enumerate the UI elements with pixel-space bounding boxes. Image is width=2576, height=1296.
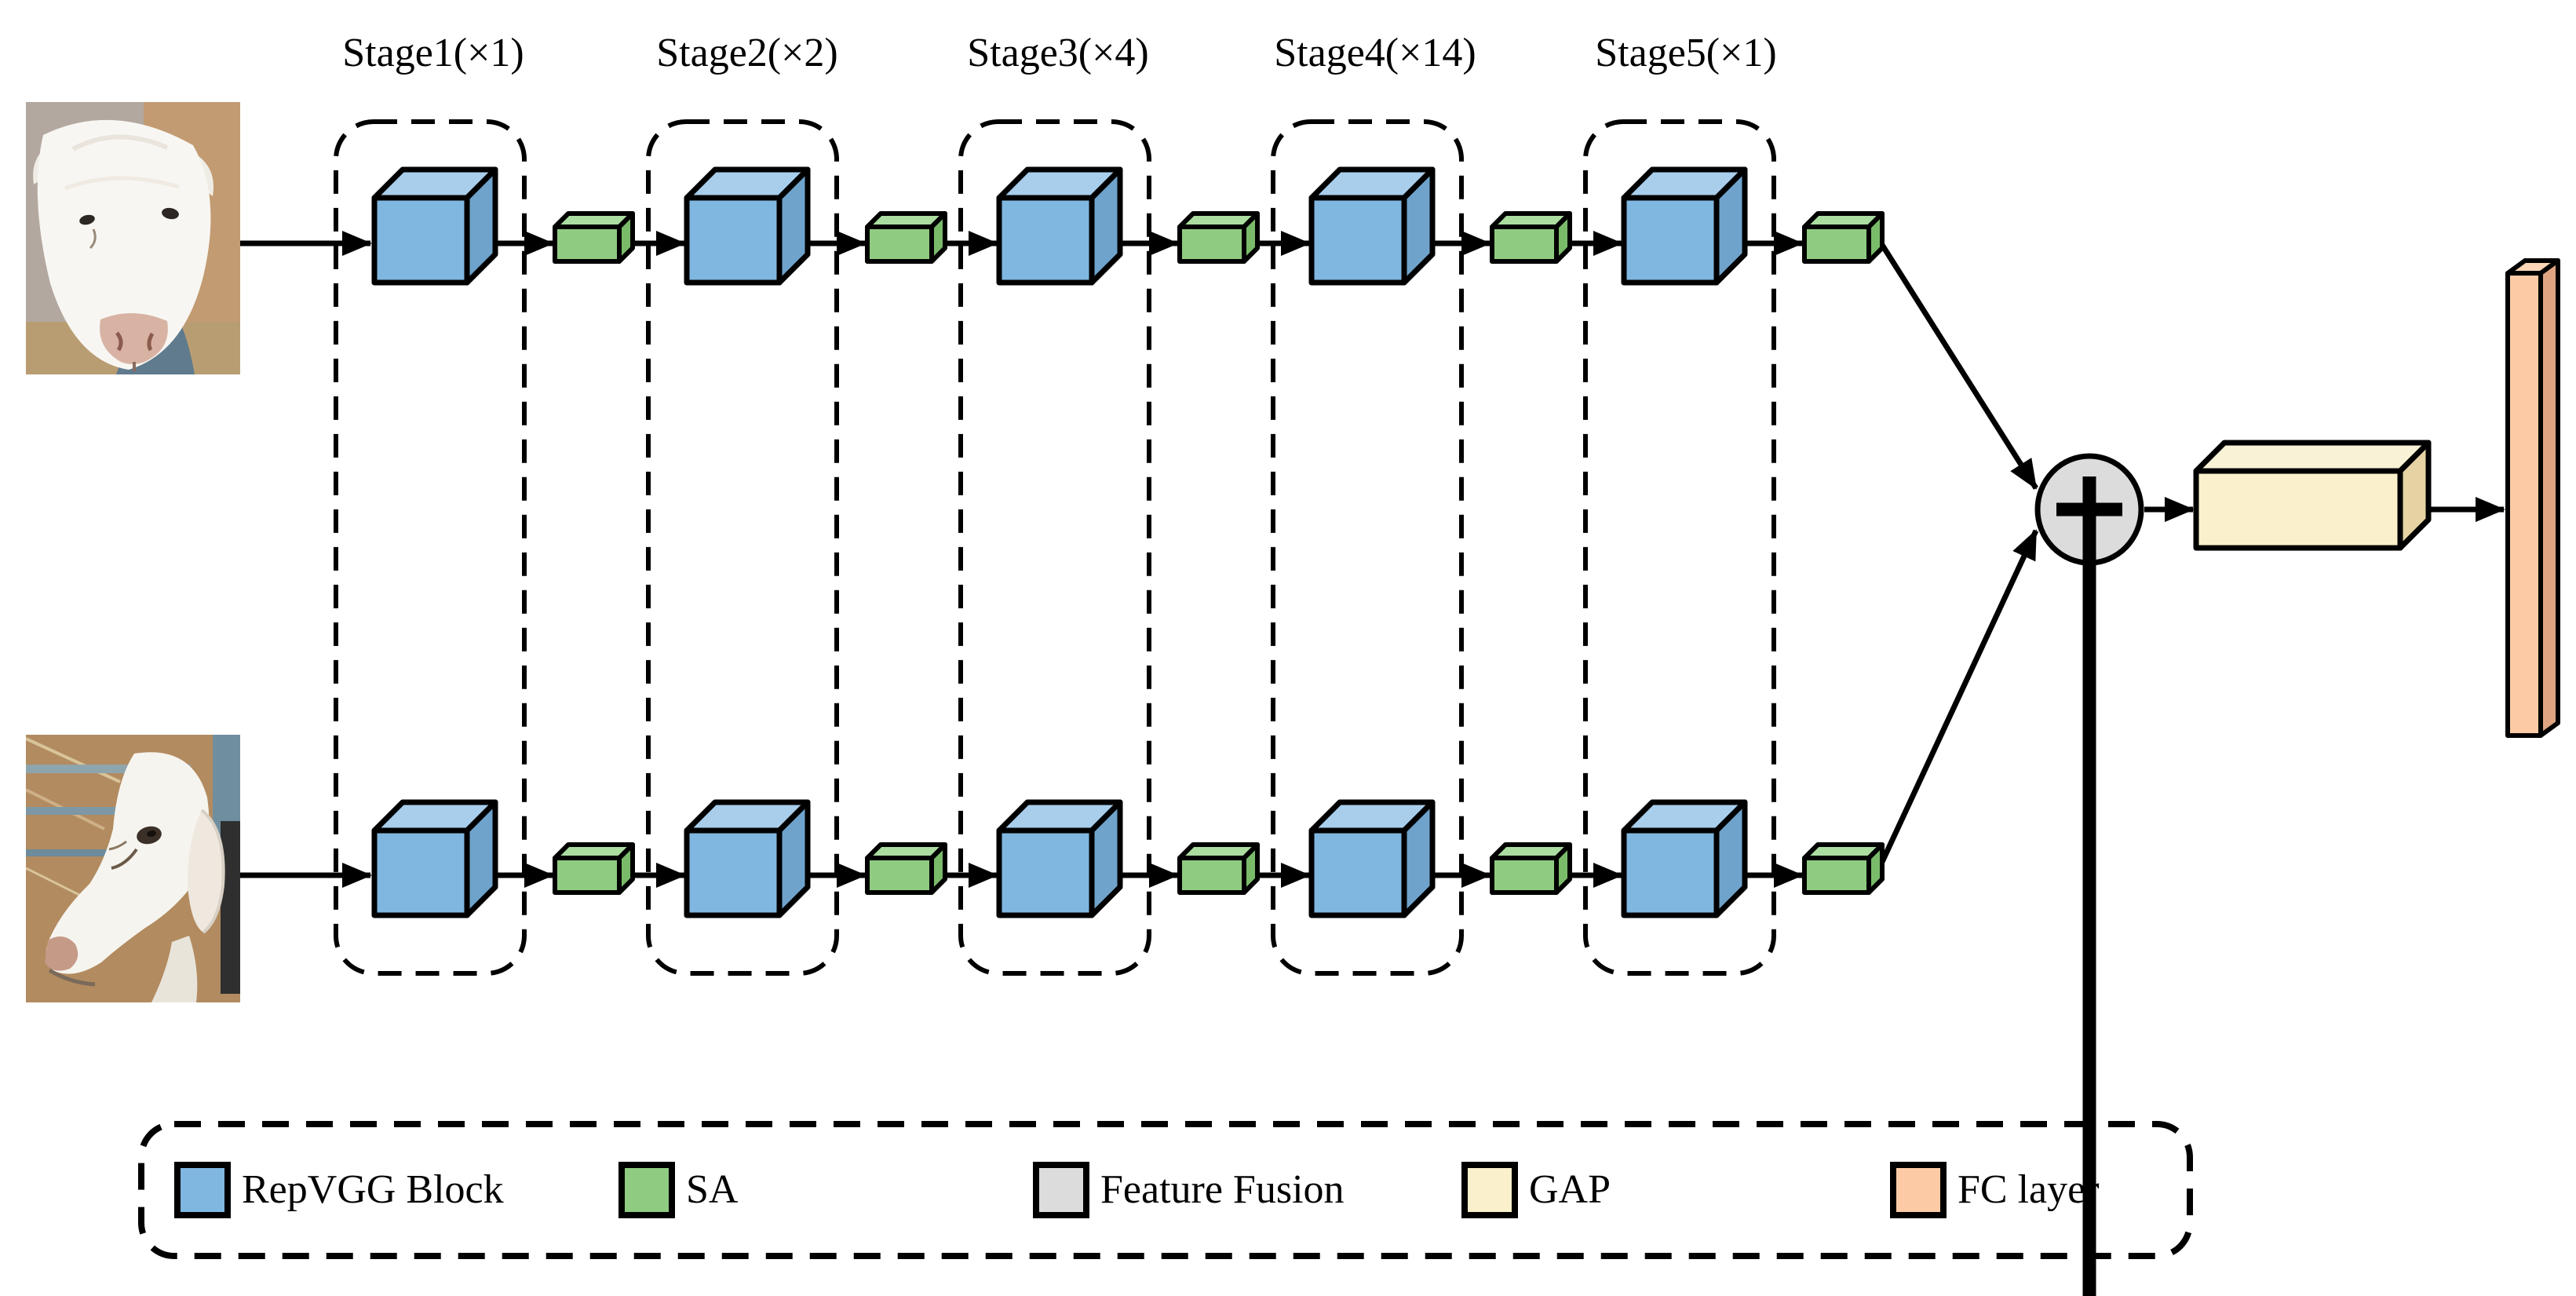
- legend-swatch-gap: [1461, 1162, 1518, 1218]
- stage-box-2: [646, 119, 839, 976]
- sa-cube-top-5-front-face: [1802, 225, 1871, 264]
- legend-label-repvgg: RepVGG Block: [242, 1167, 504, 1212]
- merge-arrow-top: [1880, 243, 2038, 490]
- input-photo-bottom: [26, 735, 240, 1002]
- legend-box: [138, 1121, 2193, 1259]
- sa-cube-top-5: [1802, 211, 1885, 264]
- repvgg-cube-top-3: [996, 166, 1123, 286]
- repvgg-cube-bottom-5-front-face: [1621, 827, 1720, 918]
- repvgg-cube-bottom-4-front-face: [1308, 827, 1407, 918]
- sheep-profile-illustration: [26, 735, 240, 1002]
- legend-swatch-sa: [618, 1162, 675, 1218]
- legend-swatch-fc: [1890, 1162, 1947, 1218]
- sa-cube-top-4-front-face: [1490, 225, 1559, 264]
- legend-label-gap: GAP: [1529, 1167, 1611, 1212]
- stage-box-5: [1583, 119, 1776, 976]
- repvgg-cube-top-2-front-face: [684, 195, 783, 286]
- sa-cube-bottom-1: [553, 842, 635, 895]
- sa-cube-bottom-4-front-face: [1490, 856, 1559, 895]
- gap-box: [2193, 440, 2432, 551]
- legend-swatch-repvgg: [174, 1162, 231, 1218]
- stage-label-3: Stage3(×4): [967, 31, 1149, 75]
- stage-label-4: Stage4(×14): [1274, 31, 1476, 75]
- stage-label-5: Stage5(×1): [1595, 31, 1777, 75]
- sa-cube-top-2: [865, 211, 947, 264]
- gap-box-front-face: [2193, 468, 2403, 551]
- fc-bar-front-face: [2505, 271, 2543, 738]
- sa-cube-bottom-3: [1177, 842, 1260, 895]
- sa-cube-top-4: [1490, 211, 1572, 264]
- sa-cube-bottom-5-front-face: [1802, 856, 1871, 895]
- sa-cube-bottom-5: [1802, 842, 1885, 895]
- sa-cube-top-2-front-face: [865, 225, 934, 264]
- sa-cube-bottom-1-front-face: [553, 856, 622, 895]
- sa-cube-bottom-3-front-face: [1177, 856, 1246, 895]
- repvgg-cube-bottom-1: [371, 799, 498, 918]
- repvgg-cube-bottom-2-front-face: [684, 827, 783, 918]
- repvgg-cube-bottom-3-front-face: [996, 827, 1095, 918]
- repvgg-cube-top-2: [684, 166, 811, 286]
- sa-cube-top-1-front-face: [553, 225, 622, 264]
- repvgg-cube-bottom-2: [684, 799, 811, 918]
- repvgg-cube-top-1: [371, 166, 498, 286]
- stage-box-4: [1271, 119, 1464, 976]
- legend-swatch-fusion: [1033, 1162, 1089, 1218]
- sa-cube-bottom-2: [865, 842, 947, 895]
- stage-label-2: Stage2(×2): [656, 31, 838, 75]
- fc-bar-side-face: [2538, 258, 2560, 738]
- legend-label-fc: FC layer: [1958, 1167, 2100, 1212]
- repvgg-cube-bottom-3: [996, 799, 1123, 918]
- repvgg-cube-top-5-front-face: [1621, 195, 1720, 286]
- sa-cube-bottom-4: [1490, 842, 1572, 895]
- repvgg-cube-bottom-5: [1621, 799, 1748, 918]
- input-photo-top: [26, 102, 240, 374]
- sa-cube-top-3: [1177, 211, 1260, 264]
- repvgg-cube-top-3-front-face: [996, 195, 1095, 286]
- fc-bar: [2505, 258, 2560, 738]
- sa-cube-bottom-2-front-face: [865, 856, 934, 895]
- repvgg-cube-top-4-front-face: [1308, 195, 1407, 286]
- merge-arrow-bottom: [1879, 529, 2039, 863]
- sa-cube-top-1: [553, 211, 635, 264]
- repvgg-cube-top-1-front-face: [371, 195, 470, 286]
- repvgg-cube-top-5: [1621, 166, 1748, 286]
- stage-box-1: [334, 119, 527, 976]
- legend-label-sa: SA: [686, 1167, 739, 1212]
- sa-cube-top-3-front-face: [1177, 225, 1246, 264]
- stage-box-3: [958, 119, 1151, 976]
- repvgg-cube-top-4: [1308, 166, 1436, 286]
- stage-label-1: Stage1(×1): [342, 31, 524, 75]
- sheep-front-illustration: [26, 102, 240, 374]
- legend-label-fusion: Feature Fusion: [1100, 1167, 1345, 1212]
- repvgg-cube-bottom-1-front-face: [371, 827, 470, 918]
- repvgg-cube-bottom-4: [1308, 799, 1436, 918]
- gap-box-top-face: [2193, 440, 2432, 474]
